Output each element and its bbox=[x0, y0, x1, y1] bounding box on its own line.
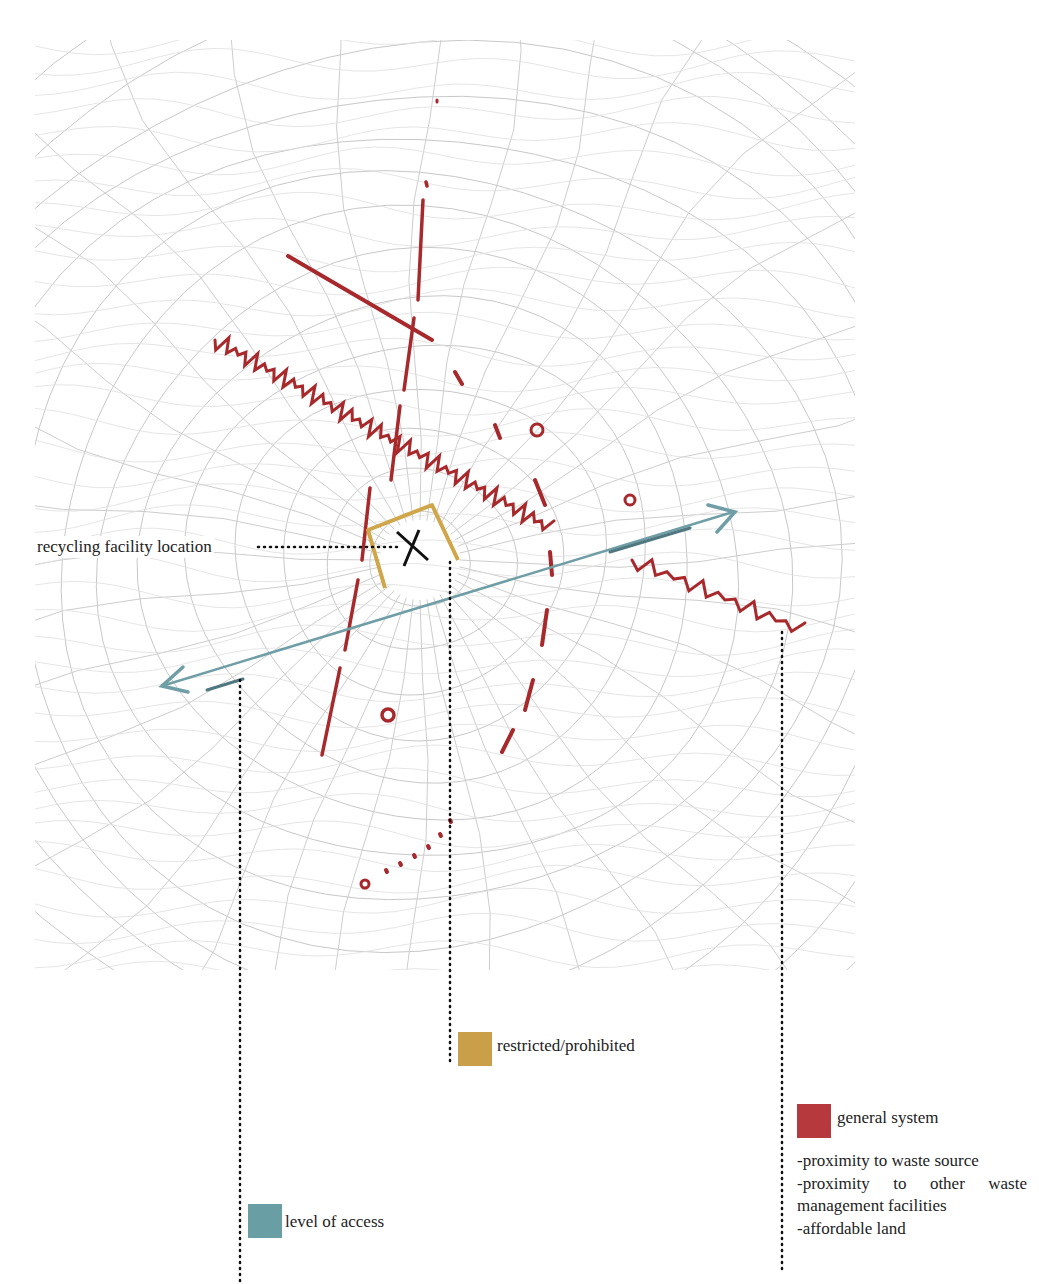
general-system-strokes bbox=[215, 100, 805, 888]
legend-swatch bbox=[458, 1032, 492, 1066]
location-x bbox=[397, 530, 428, 566]
legend-swatch bbox=[797, 1104, 831, 1138]
leader-lines bbox=[240, 547, 782, 1284]
restricted-bracket bbox=[368, 505, 458, 588]
criteria-item: -affordable land bbox=[797, 1218, 906, 1240]
criteria-item: -proximity to waste source bbox=[797, 1150, 979, 1172]
location-label: recycling facility location bbox=[35, 536, 214, 558]
legend-text: general system bbox=[837, 1107, 939, 1129]
topographic-base bbox=[35, 40, 855, 970]
legend-text: level of access bbox=[285, 1211, 384, 1233]
criteria-item: -proximity to other waste management fac… bbox=[797, 1173, 1027, 1217]
access-arrow bbox=[162, 505, 735, 692]
legend-text: restricted/prohibited bbox=[497, 1035, 635, 1057]
legend-swatch bbox=[248, 1204, 282, 1238]
